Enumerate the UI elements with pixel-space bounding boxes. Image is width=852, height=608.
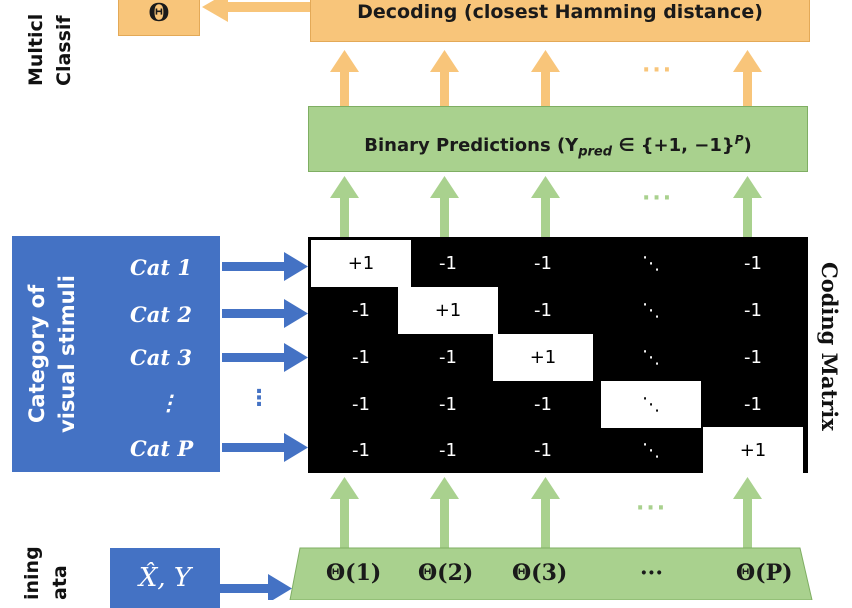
training-data-label: ining ata: [18, 540, 78, 600]
matrix-cell-r3-c1: -1: [352, 347, 370, 368]
binary-predictions-close: ): [743, 135, 752, 156]
category-to-matrix-arrows: [222, 252, 308, 462]
category-label-line2: visual stimuli: [55, 275, 79, 433]
matrix-cell-r4-c5: -1: [744, 394, 762, 415]
decoding-label: Decoding (closest Hamming distance): [357, 1, 763, 23]
theta-symbol: Θ: [148, 0, 170, 27]
classifier-dots: ···: [636, 496, 668, 521]
category-panel-label: Category of visual stimuli: [22, 246, 92, 462]
classifier-theta-3: Θ(3): [512, 560, 568, 586]
cat-dots-label: ⋮: [158, 390, 179, 415]
category-panel: [12, 236, 220, 472]
classifier-theta-dots: ···: [640, 560, 663, 586]
matrix-cell-r4-c2: -1: [439, 394, 457, 415]
matrix-cell-r1-c5: -1: [744, 253, 762, 274]
matrix-cell-r4-c1: -1: [352, 394, 370, 415]
matrix-cell-r5-c3: -1: [534, 440, 552, 461]
binary-dots: ···: [642, 186, 674, 211]
matrix-cell-r1-c3: -1: [534, 253, 552, 274]
matrix-cell-r4-c3: -1: [534, 394, 552, 415]
coding-matrix: +1-1-1⋱-1-1+1-1⋱-1-1-1+1⋱-1-1-1-1⋱-1-1-1…: [308, 237, 808, 474]
matrix-cell-r1-c2: -1: [439, 253, 457, 274]
matrix-cell-r2-c3: -1: [534, 300, 552, 321]
training-label-line2: ata: [49, 565, 71, 600]
matrix-cell-r1-c1: +1: [311, 240, 411, 287]
matrix-cell-r3-c5: -1: [744, 347, 762, 368]
classifier-theta-1: Θ(1): [326, 560, 382, 586]
classifier-theta-p: Θ(P): [736, 560, 793, 586]
classifier-to-matrix-arrows: [330, 477, 762, 549]
cat-1-label: Cat 1: [130, 255, 192, 280]
matrix-cell-r5-c5: +1: [703, 427, 803, 474]
binary-predictions-rest: ∈ {+1, −1}: [612, 135, 735, 156]
classifier-theta-2: Θ(2): [418, 560, 474, 586]
matrix-to-binary-arrows: [330, 176, 762, 237]
matrix-cell-r2-c2: +1: [398, 287, 498, 334]
matrix-cell-r3-c3: +1: [493, 334, 593, 381]
data-to-classifier-arrow: [220, 574, 292, 600]
matrix-cell-r5-c4: ⋱: [642, 440, 660, 461]
cat-3-label: Cat 3: [130, 345, 192, 370]
matrix-cell-r4-c4: ⋱: [601, 381, 701, 428]
decode-to-theta-arrow: [202, 0, 310, 22]
binary-predictions-box: Binary Predictions (Ypred ∈ {+1, −1}P): [308, 106, 808, 172]
classifier-trapezoid: [289, 547, 813, 600]
matrix-cell-r3-c4: ⋱: [642, 347, 660, 368]
category-label-line1: Category of: [25, 284, 49, 424]
cat-p-label: Cat P: [130, 436, 194, 461]
coding-matrix-label: Coding Matrix: [817, 262, 842, 431]
decode-dots: ···: [642, 58, 674, 83]
matrix-cell-r5-c1: -1: [352, 440, 370, 461]
cat-2-label: Cat 2: [130, 302, 192, 327]
matrix-cell-r2-c1: -1: [352, 300, 370, 321]
binary-to-decode-arrows: [330, 50, 762, 106]
matrix-cell-r1-c4: ⋱: [642, 253, 660, 274]
matrix-cell-r3-c2: -1: [439, 347, 457, 368]
binary-predictions-sub: pred: [578, 144, 613, 160]
matrix-cell-r2-c4: ⋱: [642, 300, 660, 321]
matrix-cell-r5-c2: -1: [439, 440, 457, 461]
binary-predictions-sup: P: [734, 133, 744, 147]
training-data-xy: X̂, Y: [138, 563, 192, 593]
training-data-box: X̂, Y: [110, 548, 220, 608]
decoding-box: Decoding (closest Hamming distance): [310, 0, 810, 42]
binary-predictions-label: Binary Predictions (Y: [364, 135, 579, 156]
category-arrow-dots: ⋮: [248, 386, 270, 411]
training-label-line1: ining: [21, 546, 43, 600]
theta-output-box: Θ: [118, 0, 200, 36]
matrix-cell-r2-c5: -1: [744, 300, 762, 321]
